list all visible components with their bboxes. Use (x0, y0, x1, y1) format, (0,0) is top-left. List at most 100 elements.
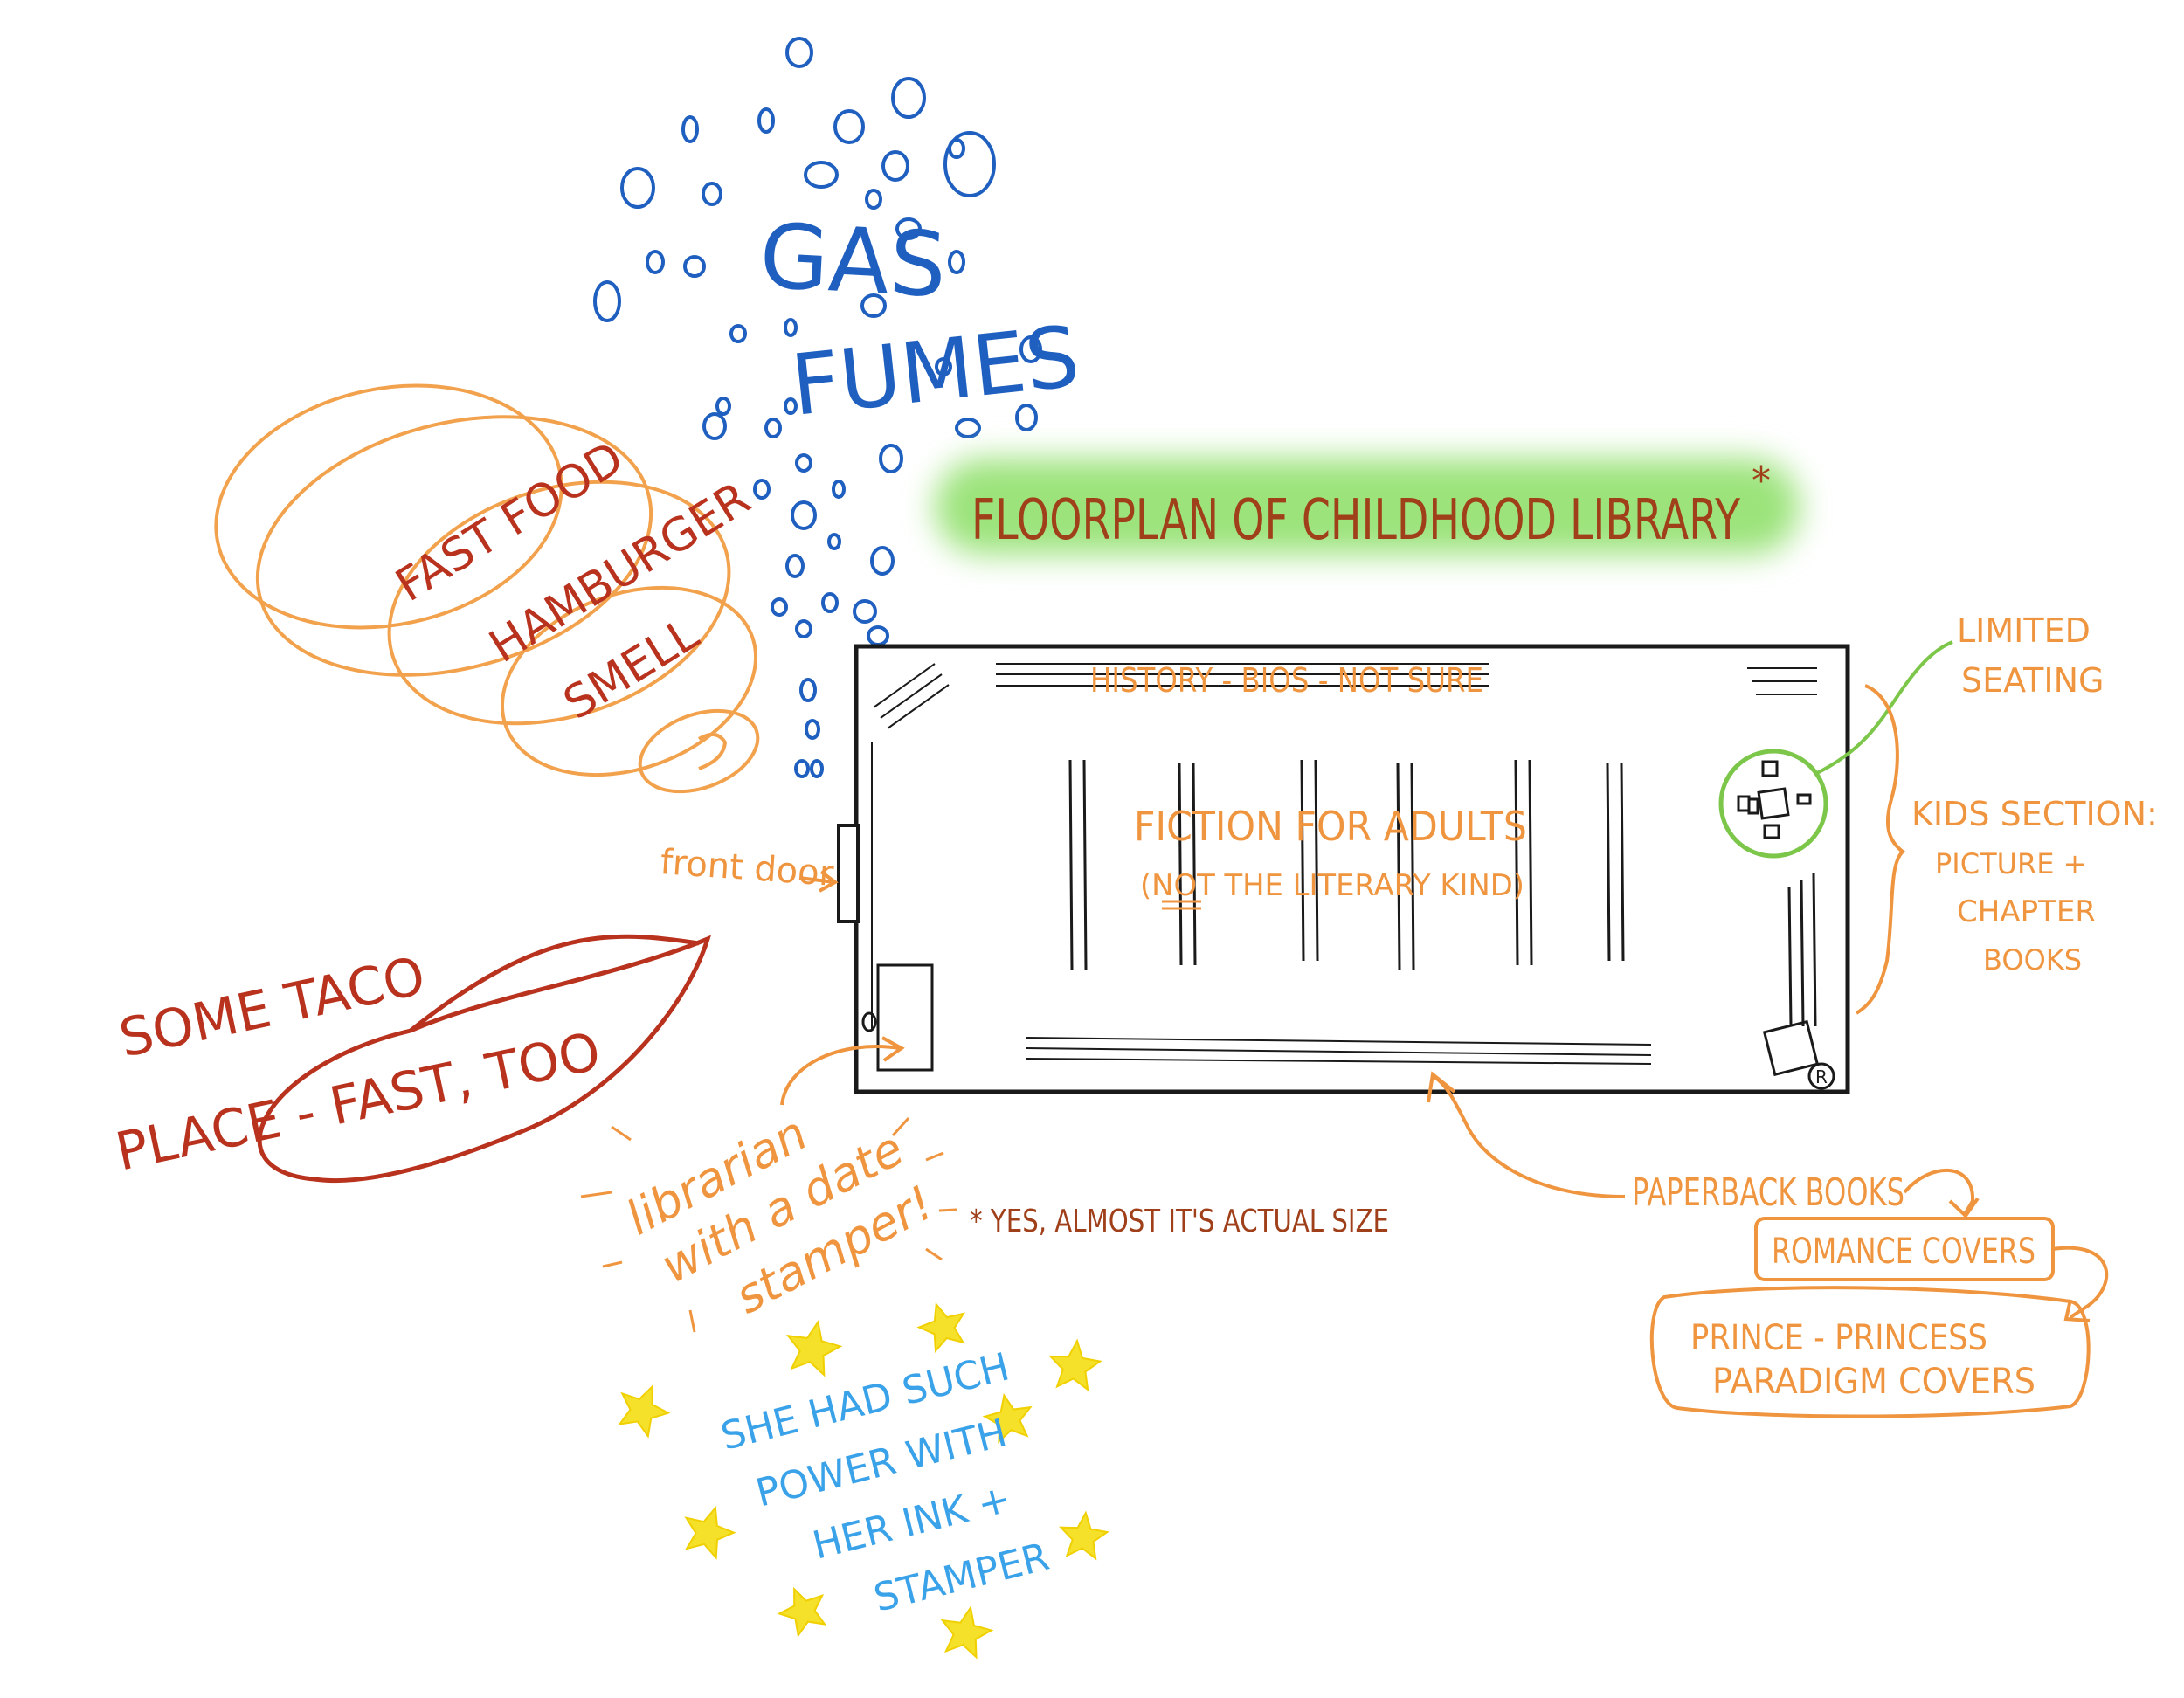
gas-bubble (785, 554, 805, 578)
chair-left-2 (1747, 797, 1759, 815)
floorplan: HISTORY - BIOS - NOT SURE (837, 644, 1850, 1094)
gas-bubble (948, 250, 965, 274)
gas-bubble (865, 189, 882, 210)
fast-food-label: FAST FOOD HAMBURGER SMELL (387, 431, 759, 730)
taco-bubble-outline (257, 934, 711, 1184)
gas-bubble (702, 412, 727, 440)
prince-line-2: PARADIGM COVERS (1712, 1362, 2035, 1402)
gas-bubble (799, 678, 817, 702)
swirl-tail (697, 732, 728, 770)
gas-bubble (821, 592, 839, 613)
footnote: * YES, ALMOST IT'S ACTUAL SIZE (970, 1204, 1389, 1239)
fiction-shelf-line (1300, 759, 1305, 962)
star-icon (1048, 1338, 1102, 1392)
taco-label: SOME TACO PLACE - FAST, TOO (111, 945, 606, 1183)
prince-line-1: PRINCE - PRINCESS (1690, 1318, 1987, 1358)
gas-bubble (593, 280, 621, 322)
gas-bubble (620, 167, 655, 209)
paperback-shelf (1026, 1037, 1652, 1065)
star-icon (982, 1393, 1033, 1444)
seating-pointer (1816, 640, 1953, 775)
gas-bubble (867, 625, 889, 646)
gas-bubble (827, 533, 841, 550)
paperback-label: PAPERBACK BOOKS (1632, 1170, 1904, 1215)
gas-bubble (870, 546, 895, 576)
fumes-text: FUMES (787, 307, 1084, 435)
gas-bubble (948, 138, 965, 159)
fiction-shelf-line (1410, 763, 1415, 970)
swirl-loop-2 (255, 415, 653, 677)
star-icon (684, 1505, 736, 1560)
fiction-shelf-line (1178, 763, 1183, 966)
star-icon (1059, 1510, 1109, 1561)
gas-bubble (791, 500, 817, 530)
gas-bubble (757, 107, 775, 134)
librarian-arrow (780, 1036, 905, 1106)
librarian-rays (580, 1116, 957, 1333)
paperback-arrow (1427, 1071, 1626, 1198)
gas-bubble (681, 115, 699, 143)
fiction-label-1: FICTION FOR ADULTS (1134, 803, 1527, 850)
power-label: SHE HAD SUCH POWER WITH HER INK + STAMPE… (716, 1344, 1054, 1620)
gas-bubble (955, 418, 981, 438)
gas-bubble (683, 255, 706, 278)
chair-top (1761, 760, 1779, 777)
swirl-loop-3 (387, 480, 731, 726)
fiction-shelf-line (1314, 759, 1319, 962)
paperback-to-romance-arrow (1903, 1169, 1980, 1219)
gas-fumes-label: GAS FUMES (757, 204, 1084, 435)
kids-line-2: PICTURE + (1935, 847, 2086, 880)
signature-initial: R (1815, 1066, 1828, 1087)
seating-chairs (1737, 760, 1812, 839)
history-bios-label: HISTORY - BIOS - NOT SURE (1090, 661, 1483, 700)
star-icon (940, 1605, 994, 1660)
seating-table (1757, 787, 1790, 820)
corner-shelf-top-right (1747, 667, 1817, 695)
chair-right (1796, 793, 1812, 805)
gas-bubble (729, 324, 747, 343)
gas-bubble (853, 599, 877, 624)
fiction-shelf-line (1068, 759, 1074, 970)
prince-box (1649, 1286, 2091, 1418)
gas-bubble (753, 479, 771, 500)
front-door-arrow (798, 870, 839, 893)
front-door (837, 824, 860, 923)
romance-to-prince-arrow (2052, 1246, 2109, 1322)
gas-bubble (805, 719, 820, 740)
stamp-square (1762, 1019, 1820, 1077)
gas-bubble (715, 397, 731, 416)
gas-bubble (935, 357, 952, 376)
fast-food-swirl (214, 383, 760, 794)
kids-section-label: KIDS SECTION: PICTURE + CHAPTER BOOKS (1911, 795, 2158, 977)
fiction-shelf-line (1514, 759, 1519, 966)
gas-bubble (784, 318, 798, 337)
front-door-label: front door (659, 842, 835, 894)
chair-left (1737, 795, 1751, 812)
fiction-shelf-line (1192, 763, 1197, 966)
gas-bubble (891, 77, 926, 119)
stars (618, 1301, 1109, 1660)
gas-bubble (702, 182, 722, 206)
romance-label: ROMANCE COVERS (1772, 1232, 2035, 1272)
seating-circle (1718, 749, 1828, 859)
limited-seating-label: LIMITED SEATING (1957, 611, 2104, 700)
corner-hatch-top-left (873, 663, 950, 729)
corner-stamp (1762, 1019, 1835, 1090)
kids-line-1: KIDS SECTION: (1911, 795, 2158, 833)
fiction-shelf-line (1396, 763, 1401, 970)
kids-line-3: CHAPTER (1957, 894, 2096, 929)
star-icon (916, 1301, 966, 1353)
swirl-loop-5 (638, 708, 760, 794)
librarian-label: librarian with a date stamper! (618, 1106, 943, 1325)
swirl-loop-4 (500, 585, 758, 777)
gas-bubble (646, 250, 665, 274)
swirl-loop-1 (214, 383, 563, 630)
gas-bubble (1015, 404, 1038, 431)
gas-bubble (804, 161, 839, 189)
gas-bubble (833, 109, 865, 144)
title-asterisk: * (1752, 459, 1771, 503)
kids-line-4: BOOKS (1983, 943, 2082, 977)
gas-bubble (1019, 335, 1042, 363)
star-icon (777, 1586, 827, 1638)
